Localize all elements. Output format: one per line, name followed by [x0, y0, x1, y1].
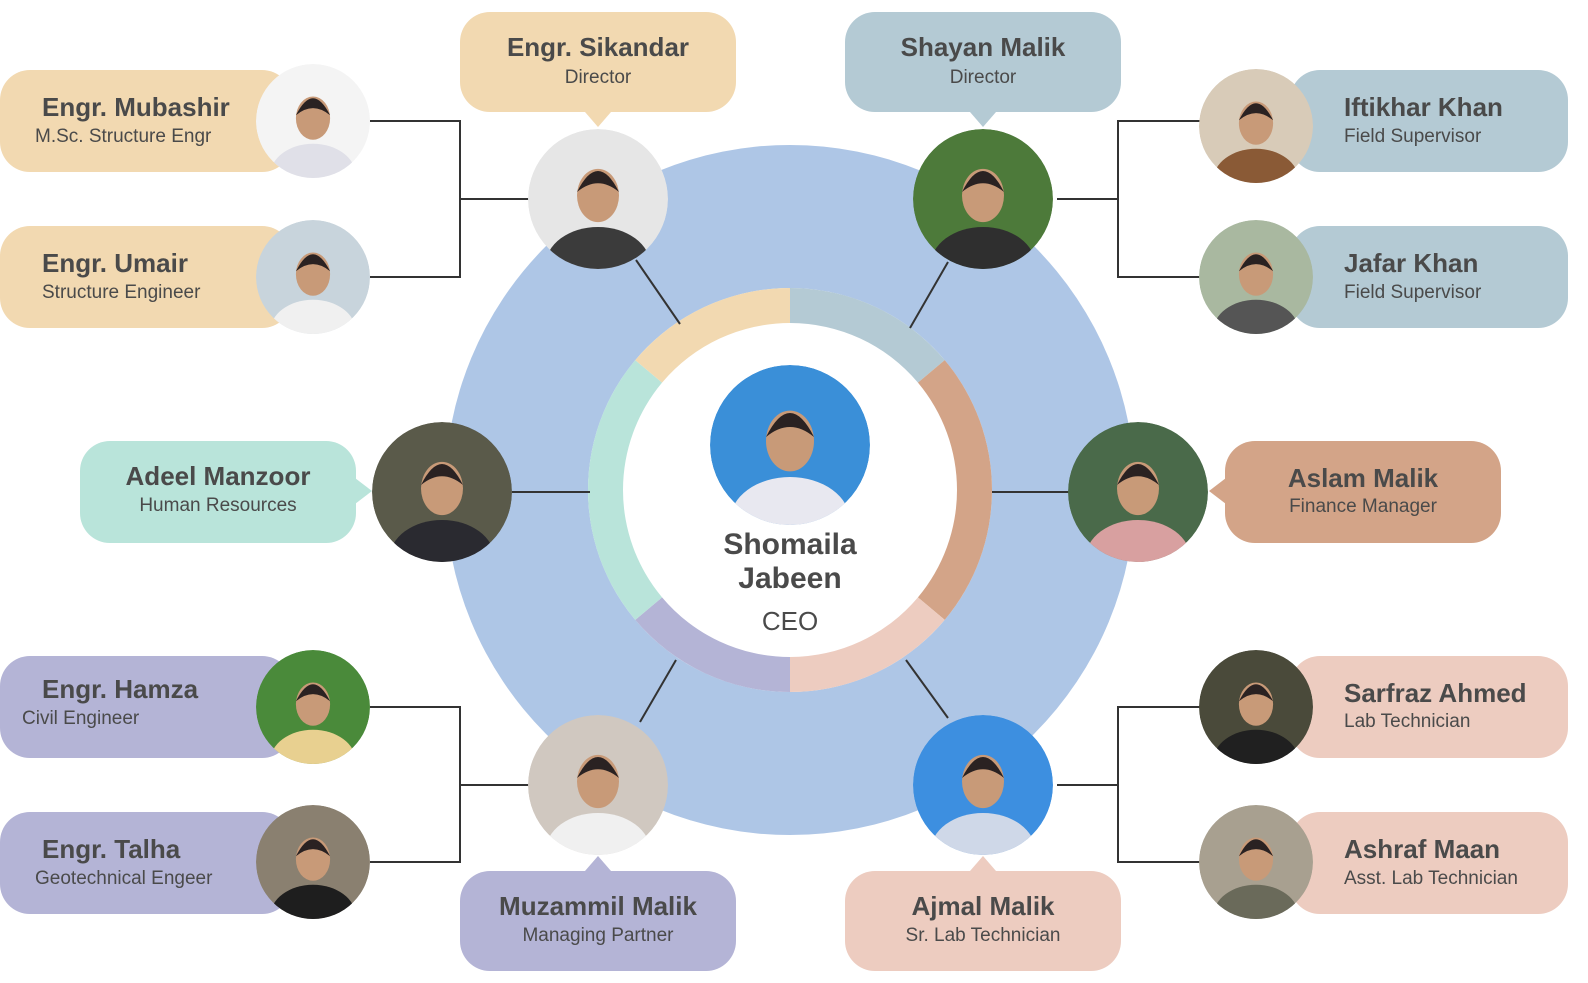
role-label: Structure Engineer — [42, 282, 201, 303]
role-label: Asst. Lab Technician — [1344, 868, 1518, 889]
role-label: Human Resources — [139, 495, 297, 516]
ring-seg-lavender — [635, 597, 790, 692]
name-label: Adeel Manzoor — [125, 461, 311, 491]
name-label: Aslam Malik — [1287, 463, 1439, 493]
name-label: Engr. Umair — [42, 248, 188, 278]
name-label: Engr. Talha — [42, 834, 181, 864]
card-iftikhar: Iftikhar Khan Field Supervisor — [1290, 70, 1568, 172]
card-aslam: Aslam Malik Finance Manager — [1225, 441, 1501, 543]
ring-seg-pink — [790, 597, 945, 692]
role-label: Field Supervisor — [1344, 282, 1482, 303]
name-label: Engr. Hamza — [42, 674, 199, 704]
ring-seg-mint — [588, 360, 663, 620]
name-label: Engr. Sikandar — [506, 32, 690, 62]
name-label: Ashraf Maan — [1344, 834, 1501, 864]
role-label: Field Supervisor — [1344, 126, 1482, 147]
ring-seg-tan — [635, 288, 790, 383]
card-shayan: Shayan Malik Director — [845, 12, 1121, 112]
card-sikandar: Engr. Sikandar Director — [460, 12, 736, 112]
role-label: Sr. Lab Technician — [905, 925, 1061, 946]
connectors — [370, 120, 1200, 863]
name-label: Jafar Khan — [1344, 248, 1479, 278]
role-label: Lab Technician — [1344, 711, 1471, 732]
card-muzammil: Muzammil Malik Managing Partner — [460, 871, 736, 971]
role-label: Managing Partner — [522, 925, 674, 946]
ring-seg-bluegray — [790, 288, 945, 383]
card-adeel: Adeel Manzoor Human Resources — [80, 441, 356, 543]
card-hamza: Engr. Hamza Civil Engineer — [0, 656, 292, 758]
role-label: Director — [564, 67, 632, 88]
name-label: Sarfraz Ahmed — [1344, 678, 1527, 708]
card-jafar: Jafar Khan Field Supervisor — [1290, 226, 1568, 328]
ceo-block: Shomaila Jabeen CEO — [690, 528, 890, 637]
role-label: Civil Engineer — [22, 708, 140, 729]
role-label: Geotechnical Engeer — [35, 868, 213, 889]
ceo-role: CEO — [761, 606, 819, 636]
bubble-tails — [355, 112, 1226, 871]
name-label: Engr. Mubashir — [42, 92, 230, 122]
card-sarfraz: Sarfraz Ahmed Lab Technician — [1290, 656, 1568, 758]
ceo-name-line1: Shomaila — [723, 528, 857, 561]
role-label: M.Sc. Structure Engr — [35, 126, 212, 147]
card-mubashir: Engr. Mubashir M.Sc. Structure Engr — [0, 70, 292, 172]
card-ashraf: Ashraf Maan Asst. Lab Technician — [1290, 812, 1568, 914]
name-label: Iftikhar Khan — [1344, 92, 1503, 122]
card-talha: Engr. Talha Geotechnical Engeer — [0, 812, 292, 914]
name-label: Ajmal Malik — [911, 891, 1055, 921]
name-label: Muzammil Malik — [499, 891, 697, 921]
role-label: Director — [949, 67, 1017, 88]
ring-segments — [588, 288, 992, 692]
card-umair: Engr. Umair Structure Engineer — [0, 226, 292, 328]
role-label: Finance Manager — [1289, 496, 1437, 517]
card-ajmal: Ajmal Malik Sr. Lab Technician — [845, 871, 1121, 971]
name-label: Shayan Malik — [900, 32, 1066, 62]
ring-seg-rust — [917, 360, 992, 620]
ceo-name-line2: Jabeen — [738, 562, 842, 595]
